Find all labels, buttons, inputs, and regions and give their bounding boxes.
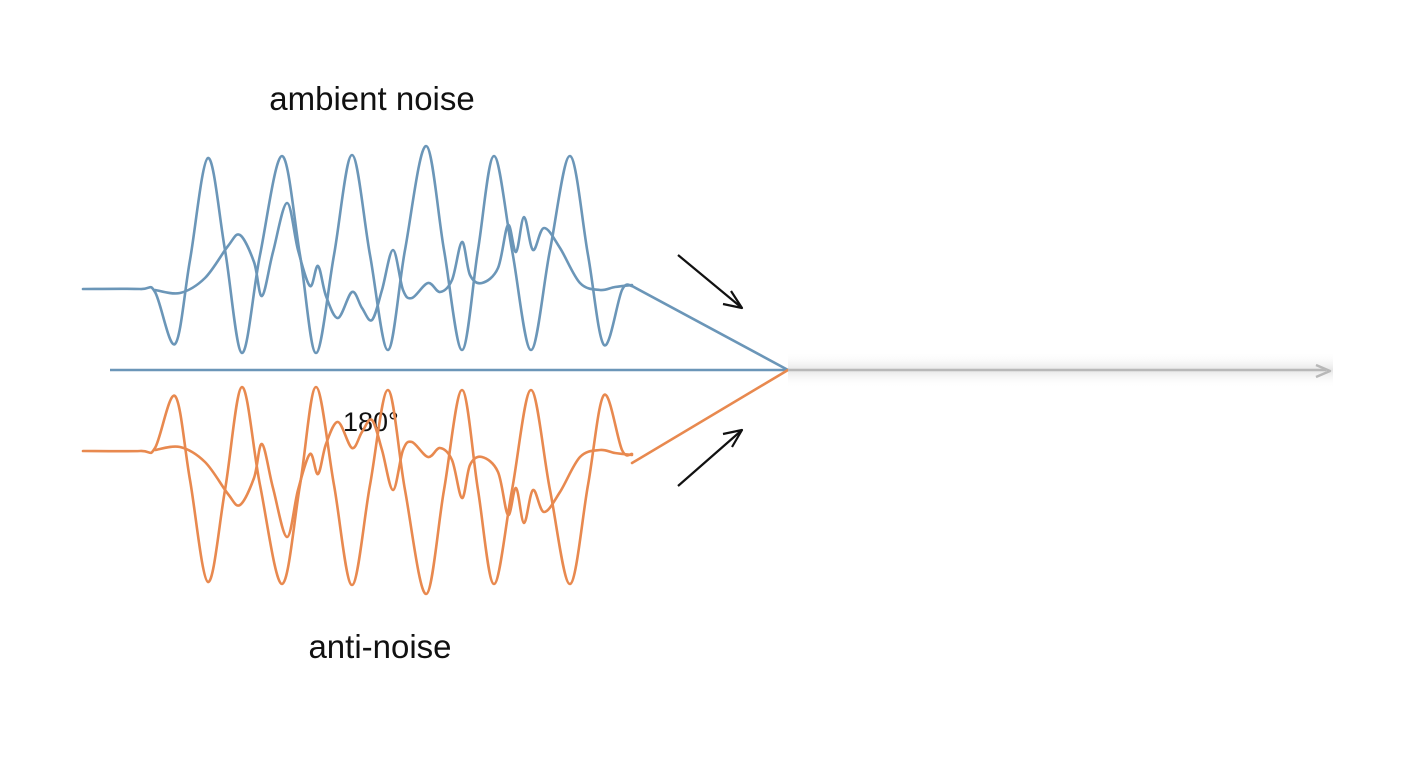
- arrow-down-right-icon: [677, 254, 744, 310]
- ambient-converge-line: [630, 284, 790, 372]
- arrow-up-right-icon: [677, 428, 744, 487]
- arrow-right-icon: [1315, 363, 1332, 379]
- anti-converge-line: [630, 368, 790, 465]
- ambient-noise-secondary-wave: [153, 201, 634, 322]
- ambient-noise-label: ambient noise: [269, 80, 474, 117]
- anti-noise-wave: [81, 385, 634, 596]
- phase-shift-label: 180°: [343, 407, 399, 437]
- anti-noise-secondary-wave: [153, 418, 634, 539]
- anti-noise-label: anti-noise: [308, 628, 451, 665]
- ambient-noise-wave: [81, 144, 634, 355]
